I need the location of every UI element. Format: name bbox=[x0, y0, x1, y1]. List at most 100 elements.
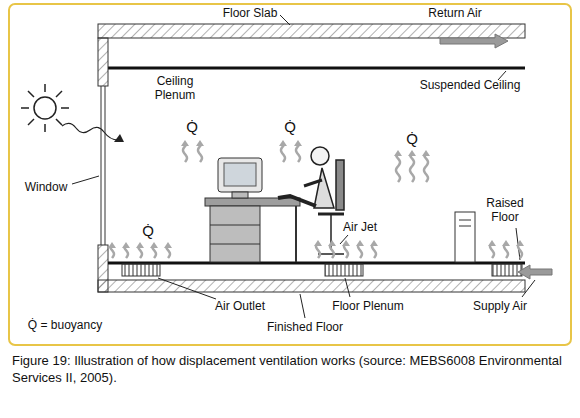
wave-arrow bbox=[396, 155, 400, 182]
wave-arrowhead bbox=[294, 140, 302, 146]
finished-floor bbox=[98, 280, 525, 292]
leader-line bbox=[300, 294, 305, 318]
chair-base bbox=[318, 253, 344, 255]
wave-arrowhead bbox=[370, 240, 378, 246]
floor-label: Raised Floor bbox=[481, 196, 529, 224]
wave-arrow bbox=[344, 245, 348, 258]
space-label: Ceiling Plenum bbox=[149, 74, 201, 102]
drawer-line bbox=[210, 244, 260, 245]
buoyancy-symbol: Q̇ bbox=[142, 222, 154, 239]
wave-arrow bbox=[110, 247, 114, 258]
desk-drawer bbox=[210, 206, 260, 262]
leader-line bbox=[522, 280, 535, 297]
air-outlet bbox=[325, 264, 363, 276]
wave-arrowhead bbox=[196, 140, 204, 146]
legs bbox=[278, 196, 316, 206]
frame bbox=[9, 4, 571, 345]
desk-top bbox=[205, 198, 300, 206]
air-outlet bbox=[492, 264, 522, 276]
figure-caption: Figure 19: Illustration of how displacem… bbox=[12, 352, 568, 386]
buoyancy-arrows bbox=[108, 140, 524, 258]
wave-arrowhead bbox=[279, 140, 287, 146]
tower-pc bbox=[455, 212, 475, 262]
wave-arrow bbox=[281, 145, 285, 162]
wave-arrowhead bbox=[181, 140, 189, 146]
tower-pc bbox=[455, 212, 475, 262]
wave-arrowhead bbox=[502, 240, 510, 246]
supply-air-arrow bbox=[518, 265, 552, 279]
leader-line bbox=[158, 278, 216, 299]
sun-ray bbox=[44, 84, 46, 92]
arrowhead bbox=[114, 134, 124, 142]
jet-label: Air Jet bbox=[343, 220, 377, 234]
computer bbox=[218, 158, 262, 198]
sun-ray bbox=[28, 119, 34, 125]
wall bbox=[98, 38, 108, 86]
desk bbox=[205, 198, 300, 262]
wave-arrowhead bbox=[488, 240, 496, 246]
torso bbox=[314, 168, 334, 208]
wave-arrow bbox=[166, 247, 170, 258]
wave-arrow bbox=[424, 155, 428, 182]
wave-arrow bbox=[296, 145, 300, 162]
wave-arrowhead bbox=[394, 150, 402, 156]
wave-arrow bbox=[152, 247, 156, 258]
wave-arrowhead bbox=[422, 150, 430, 156]
wave-arrowhead bbox=[122, 242, 130, 248]
wave-arrow bbox=[504, 245, 508, 258]
wave-arrowhead bbox=[356, 240, 364, 246]
leader-line bbox=[345, 278, 350, 297]
wave-arrowhead bbox=[516, 240, 524, 246]
leader-line bbox=[280, 15, 290, 25]
sun-ray bbox=[56, 91, 62, 97]
wave-arrow bbox=[372, 245, 376, 258]
sun-ray bbox=[21, 107, 29, 109]
screen bbox=[224, 163, 256, 186]
wave-arrowhead bbox=[328, 240, 336, 246]
wave-arrowhead bbox=[136, 242, 144, 248]
wave-arrow bbox=[316, 245, 320, 258]
ceiling-label: Suspended Ceiling bbox=[420, 78, 521, 92]
drive-slot bbox=[459, 226, 471, 227]
airflow-label: Return Air bbox=[428, 6, 481, 20]
floor-label: Finished Floor bbox=[267, 320, 343, 334]
person bbox=[278, 147, 344, 254]
suspended-ceiling bbox=[108, 67, 525, 70]
monitor bbox=[218, 158, 262, 192]
wave-arrowhead bbox=[108, 242, 116, 248]
wave-arrow bbox=[410, 155, 414, 182]
drawer-line bbox=[210, 225, 260, 226]
slab-label: Floor Slab bbox=[223, 6, 278, 20]
wave-arrowhead bbox=[164, 242, 172, 248]
wave-arrowhead bbox=[342, 240, 350, 246]
chair-back bbox=[336, 160, 344, 210]
head bbox=[311, 147, 329, 165]
buoyancy-symbol: Q̇ bbox=[186, 118, 198, 135]
return-air-arrow bbox=[440, 34, 508, 48]
wave-arrow bbox=[358, 245, 362, 258]
wave-arrow bbox=[330, 245, 334, 258]
sun-ray bbox=[28, 91, 34, 97]
wave-arrowhead bbox=[150, 242, 158, 248]
sun-ray bbox=[61, 107, 69, 109]
sun bbox=[34, 97, 56, 119]
leader-lines bbox=[72, 15, 535, 318]
wave-arrow bbox=[490, 245, 494, 258]
wave-arrowhead bbox=[408, 150, 416, 156]
desk-leg bbox=[295, 206, 297, 262]
airflow-label: Supply Air bbox=[473, 299, 527, 313]
floor-slab bbox=[98, 24, 525, 38]
sun-ray bbox=[56, 119, 62, 125]
wave-arrowhead bbox=[314, 240, 322, 246]
window-glass bbox=[105, 86, 106, 245]
arm bbox=[304, 180, 322, 186]
leader-line bbox=[72, 176, 99, 184]
window-label: Window bbox=[25, 180, 68, 194]
drive-slot bbox=[459, 220, 471, 221]
wave-arrow bbox=[124, 247, 128, 258]
solar-ray bbox=[62, 123, 118, 140]
wave-arrow bbox=[138, 247, 142, 258]
legend-note: Q̇ = buoyancy bbox=[28, 318, 102, 332]
sun bbox=[21, 84, 69, 132]
